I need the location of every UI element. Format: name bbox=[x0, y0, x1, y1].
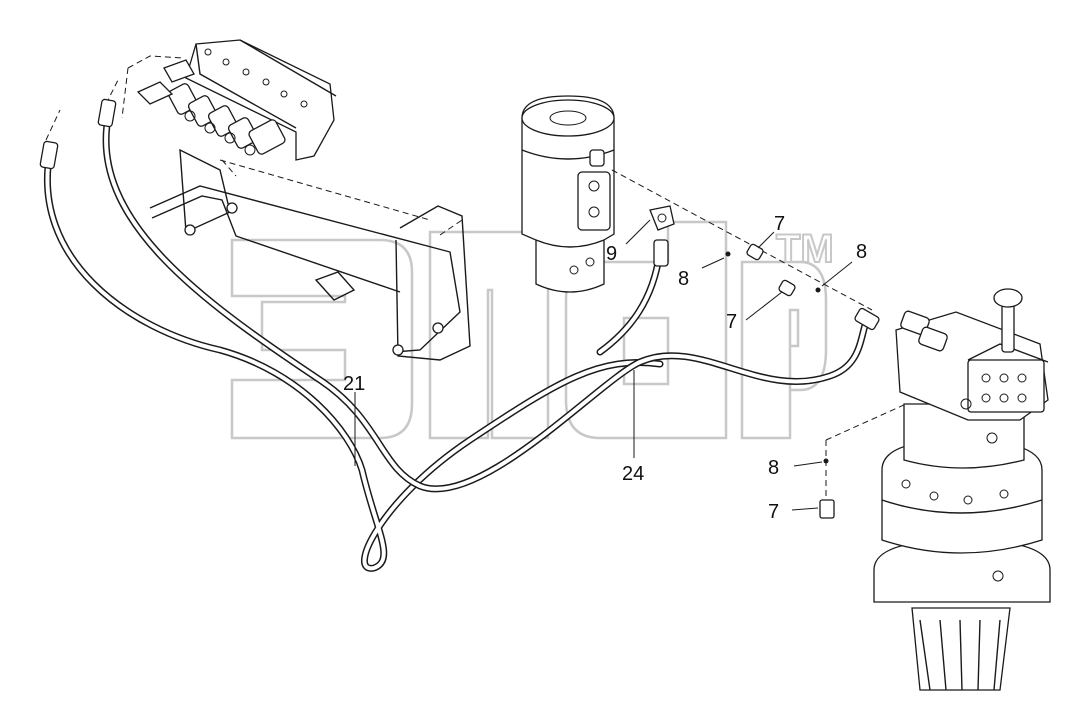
hose-end-fitting bbox=[97, 98, 117, 128]
callout-24: 24 bbox=[622, 463, 644, 485]
bolt-head-icon bbox=[392, 344, 404, 356]
callout-7-top: 7 bbox=[774, 213, 785, 235]
adapter-7-icon bbox=[819, 499, 835, 519]
callout-8-top-left: 8 bbox=[678, 268, 689, 290]
bolt-head-icon bbox=[432, 322, 444, 334]
callout-labels: 21 24 9 7 8 8 7 8 7 bbox=[343, 213, 867, 523]
callout-8-lower: 8 bbox=[768, 457, 779, 479]
hose-end-fitting bbox=[39, 140, 59, 170]
leader-lines bbox=[354, 219, 853, 511]
hose-end-fitting bbox=[854, 307, 880, 331]
seal-8-icon bbox=[725, 251, 731, 257]
swing-motor-assembly bbox=[873, 288, 1051, 691]
swivel-joint bbox=[521, 95, 873, 311]
bolt-head-icon bbox=[226, 202, 238, 214]
callout-8-top-right: 8 bbox=[856, 241, 867, 263]
hose-end-fitting bbox=[653, 239, 669, 267]
callout-7-mid: 7 bbox=[726, 311, 737, 333]
callout-7-lower: 7 bbox=[768, 501, 779, 523]
hose-21 bbox=[44, 148, 664, 572]
adapter-7-icon bbox=[746, 243, 764, 261]
seal-8-icon bbox=[815, 287, 821, 293]
elbow-fitting-9 bbox=[649, 205, 675, 231]
adapter-7-icon bbox=[778, 279, 796, 297]
control-valve-assembly bbox=[121, 39, 471, 361]
bolt-head-icon bbox=[184, 224, 196, 236]
watermark-trademark: TM bbox=[776, 227, 834, 271]
callout-21: 21 bbox=[343, 373, 365, 395]
callout-9: 9 bbox=[606, 243, 617, 265]
